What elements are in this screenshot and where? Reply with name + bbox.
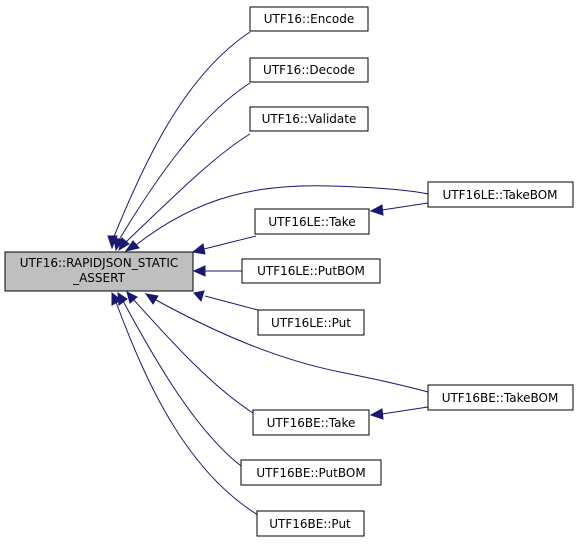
node-label: UTF16BE::TakeBOM [442,391,559,405]
edge-validate-to-root [118,133,251,252]
node-label: UTF16LE::Take [268,215,355,229]
node-label: UTF16LE::PutBOM [257,264,365,278]
node-label: UTF16BE::Put [269,517,351,531]
node-utf16le-putbom[interactable]: UTF16LE::PutBOM [241,258,381,284]
edge-be-take-to-root [126,291,254,414]
node-utf16-encode[interactable]: UTF16::Encode [249,6,369,32]
edge-be-takebom-to-be-take [369,406,429,420]
node-root-label-line1: UTF16::RAPIDJSON_STATIC [20,256,179,270]
node-utf16-validate[interactable]: UTF16::Validate [249,106,369,132]
edge-be-takebom-to-root [144,293,429,393]
edge-decode-to-root [113,82,251,252]
node-label: UTF16LE::TakeBOM [442,188,557,202]
edge-le-put-to-root [193,290,259,311]
node-utf16be-put[interactable]: UTF16BE::Put [256,510,365,537]
node-utf16be-take[interactable]: UTF16BE::Take [252,409,370,436]
node-utf16be-putbom[interactable]: UTF16BE::PutBOM [240,459,382,486]
edge-be-putbom-to-root [117,292,242,467]
node-label: UTF16::Validate [262,112,357,126]
edge-le-takebom-to-root [124,185,429,252]
node-utf16le-put[interactable]: UTF16LE::Put [257,309,365,336]
node-utf16-decode[interactable]: UTF16::Decode [249,57,369,83]
node-utf16be-takebom[interactable]: UTF16BE::TakeBOM [427,384,574,411]
edge-le-takebom-to-le-take [369,202,429,216]
node-root[interactable]: UTF16::RAPIDJSON_STATIC _ASSERT [4,251,194,292]
edge-encode-to-root [107,31,251,250]
node-label: UTF16LE::Put [271,316,351,330]
node-label: UTF16::Decode [263,63,355,77]
node-label: UTF16BE::Take [267,416,356,430]
node-label: UTF16BE::PutBOM [256,466,365,480]
node-root-label-line2: _ASSERT [72,271,125,285]
edge-le-take-to-root [191,235,257,255]
node-label: UTF16::Encode [264,12,355,26]
node-utf16le-take[interactable]: UTF16LE::Take [254,208,370,235]
edge-be-put-to-root [111,291,259,516]
node-utf16le-takebom[interactable]: UTF16LE::TakeBOM [427,181,574,208]
edge-le-putbom-to-root [192,265,242,277]
